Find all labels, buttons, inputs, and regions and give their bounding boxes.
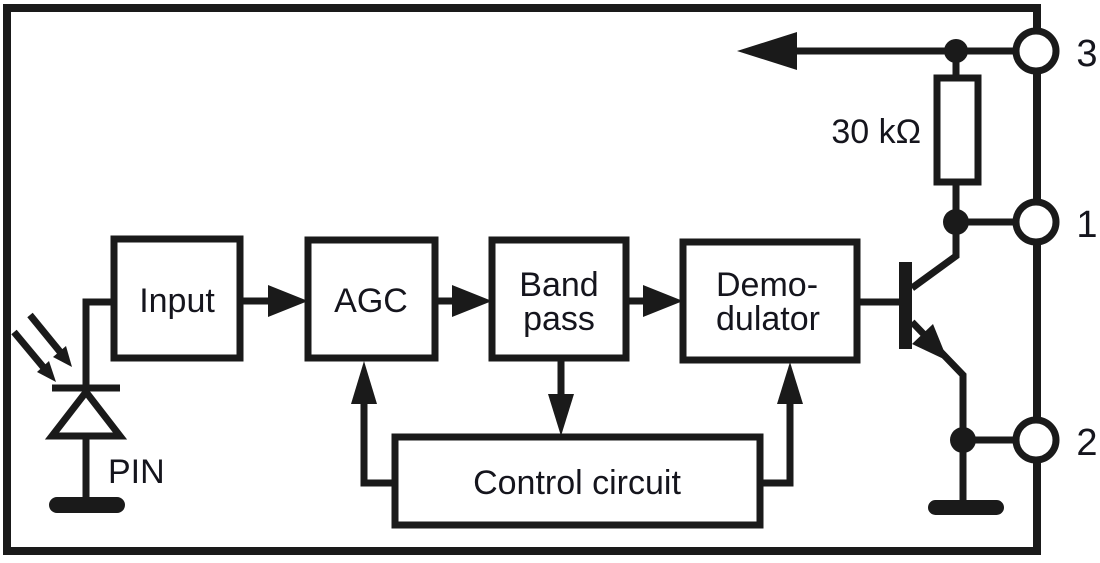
light-ray-icon <box>11 329 47 371</box>
ground-icon <box>49 497 125 513</box>
bandpass-block-label-line2: pass <box>523 300 595 338</box>
arrowhead-icon <box>268 285 308 317</box>
light-ray-icon <box>27 312 64 356</box>
demodulator-block-box <box>679 238 861 364</box>
pin-3: 3 <box>1012 27 1098 75</box>
input-block-label: Input <box>139 282 215 320</box>
arrowhead-icon <box>737 32 797 70</box>
pin-photodiode: PIN <box>11 298 165 513</box>
npn-transistor <box>899 182 967 440</box>
pin-1: 1 <box>1012 198 1098 246</box>
transistor-emitter-arrowhead <box>912 324 948 361</box>
light-ray-arrowhead-icon <box>37 361 56 382</box>
agc-block-label: AGC <box>334 282 408 320</box>
photodiode-triangle <box>44 386 128 440</box>
demodulator-block: Demo- dulator <box>679 238 861 364</box>
ground-icon <box>928 500 1004 515</box>
arrowhead-icon <box>643 285 683 317</box>
pin-2-label: 2 <box>1076 422 1097 464</box>
resistor-30k: 30 kΩ <box>831 74 982 186</box>
control-circuit-block-label: Control circuit <box>473 464 681 502</box>
agc-block-box <box>304 236 439 362</box>
signal-arrow-agc-to-bandpass <box>435 285 492 317</box>
photodiode-to-input-wire <box>82 298 114 388</box>
pin-2-terminal <box>1012 416 1060 464</box>
agc-block: AGC <box>304 236 439 362</box>
junction-dot <box>944 39 968 63</box>
signal-arrow-bandpass-to-demodulator <box>626 285 683 317</box>
resistor-body <box>933 74 982 186</box>
pin-3-label: 3 <box>1076 33 1097 75</box>
arrow-shaft <box>760 404 794 487</box>
signal-arrow-input-to-agc <box>240 285 308 317</box>
transistor-collector-wire <box>909 182 960 291</box>
bandpass-block-box <box>488 236 630 362</box>
feedback-arrow-control-to-agc <box>351 361 395 487</box>
arrowhead-icon <box>452 285 492 317</box>
transistor-base-bar <box>899 262 912 349</box>
input-block: Input <box>110 235 244 362</box>
arrow-shaft <box>360 400 395 487</box>
resistor-label: 30 kΩ <box>831 113 921 151</box>
feedback-arrow-control-to-demodulator <box>760 362 803 487</box>
pin-2: 2 <box>1012 416 1098 464</box>
arrowhead-icon <box>548 394 574 436</box>
junction-dot <box>950 427 976 453</box>
output-arrow <box>737 32 1016 70</box>
bandpass-block: Band pass <box>488 236 630 362</box>
bandpass-block-label-line1: Band <box>519 266 598 304</box>
pin-1-terminal <box>1012 198 1060 246</box>
demodulator-block-label-line2: dulator <box>716 300 820 338</box>
pin-1-label: 1 <box>1076 204 1097 246</box>
control-circuit-block: Control circuit <box>391 433 764 529</box>
light-ray-arrowhead-icon <box>53 346 72 367</box>
arrowhead-icon <box>777 362 803 404</box>
outer-case-border <box>3 4 1041 555</box>
pin-3-terminal <box>1012 27 1060 75</box>
arrowhead-icon <box>351 361 377 404</box>
photodiode-label: PIN <box>108 453 165 491</box>
demodulator-block-label-line1: Demo- <box>716 266 818 304</box>
signal-arrow-bandpass-to-control <box>548 358 574 436</box>
